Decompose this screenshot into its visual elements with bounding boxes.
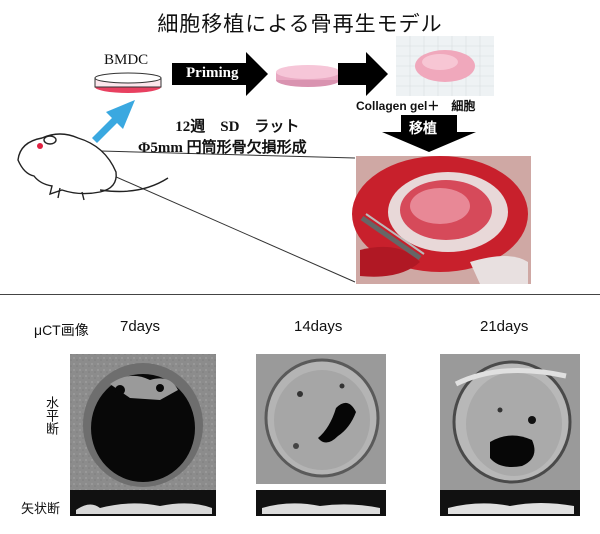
rat-icon (17, 133, 169, 201)
uct-label: μCT画像 (34, 322, 89, 338)
ct-horizontal-14days (256, 354, 386, 484)
procedure-diagram (17, 36, 531, 284)
ct-sagittal-21days (440, 490, 580, 516)
collagen-gel-photo (396, 36, 494, 96)
priming-arrow-icon (172, 52, 268, 96)
collagen-label: Collagen gel＋ 細胞 (356, 99, 476, 113)
day-label-14: 14days (294, 318, 343, 335)
petri-dish-icon (94, 72, 162, 93)
transplant-label: 移植 (409, 121, 437, 137)
bmdc-label: BMDC (104, 52, 149, 68)
blue-arrow-icon (92, 100, 135, 143)
day-label-7: 7days (120, 318, 161, 335)
horizontal-section-label: 水平断 (43, 396, 58, 435)
ct-sagittal-7days (70, 490, 216, 516)
section-divider (0, 294, 600, 295)
ct-horizontal-21days (440, 354, 580, 490)
ct-horizontal-7days (70, 354, 216, 492)
sagittal-section-label: 矢状断 (21, 502, 61, 517)
gel-disc-icon (276, 65, 340, 87)
arrow-down-icon (382, 115, 476, 152)
ct-images (70, 354, 580, 516)
surgery-photo (352, 156, 531, 284)
arrow-right-icon (338, 52, 388, 96)
ct-sagittal-14days (256, 490, 386, 516)
priming-label: Priming (186, 65, 239, 81)
rat-info-line1: 12週 SD ラット (175, 119, 300, 135)
day-label-21: 21days (480, 318, 529, 335)
rat-info-line2: Φ5mm 円筒形骨欠損形成 (138, 140, 307, 156)
page-title: 細胞移植による骨再生モデル (157, 12, 443, 36)
rat-info: 12週 SD ラット Φ5mm 円筒形骨欠損形成 (138, 117, 307, 159)
